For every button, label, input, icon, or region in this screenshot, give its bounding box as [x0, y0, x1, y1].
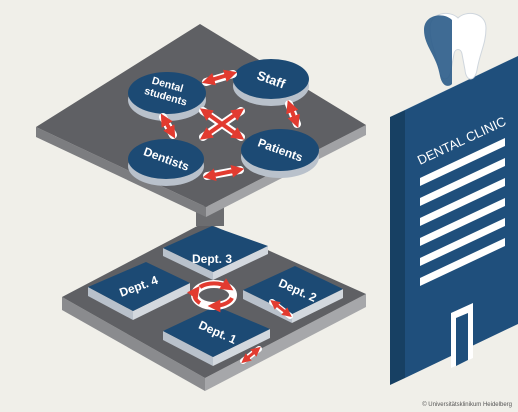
dept-1-arrow-red	[241, 346, 261, 364]
lower-platform-side-right	[205, 294, 366, 391]
tooth-icon	[424, 12, 487, 86]
arrow-students-dentists	[160, 113, 176, 139]
lower-platform-side-left	[62, 297, 205, 391]
dental-clinic-building: DENTAL CLINIC	[390, 56, 518, 385]
node-patients: Patients	[241, 129, 319, 178]
node-dental-students: Dental students	[128, 72, 206, 121]
dept-3-label: Dept. 3	[192, 252, 232, 266]
arrow-students-staff	[201, 69, 238, 86]
upper-platform-side-left	[36, 127, 206, 217]
relationship-arrows	[159, 69, 301, 181]
node-dentists: Dentists	[128, 139, 204, 186]
copyright-text: © Universitätsklinikum Heidelberg	[422, 402, 512, 408]
arrow-staff-patients	[286, 100, 300, 128]
dept-4-tile: Dept. 4	[88, 262, 190, 320]
arrow-dentists-patients	[202, 165, 245, 181]
arrow-dentists-staff	[199, 108, 245, 140]
building-roof	[390, 56, 518, 117]
dept-3-tile: Dept. 3	[163, 226, 268, 280]
dept-2-arrow-red	[270, 300, 292, 317]
building-side	[390, 110, 405, 385]
node-staff: Staff	[233, 59, 309, 106]
building-front	[405, 56, 518, 378]
circular-exchange-arrows	[187, 278, 237, 313]
building-windows	[420, 138, 505, 286]
